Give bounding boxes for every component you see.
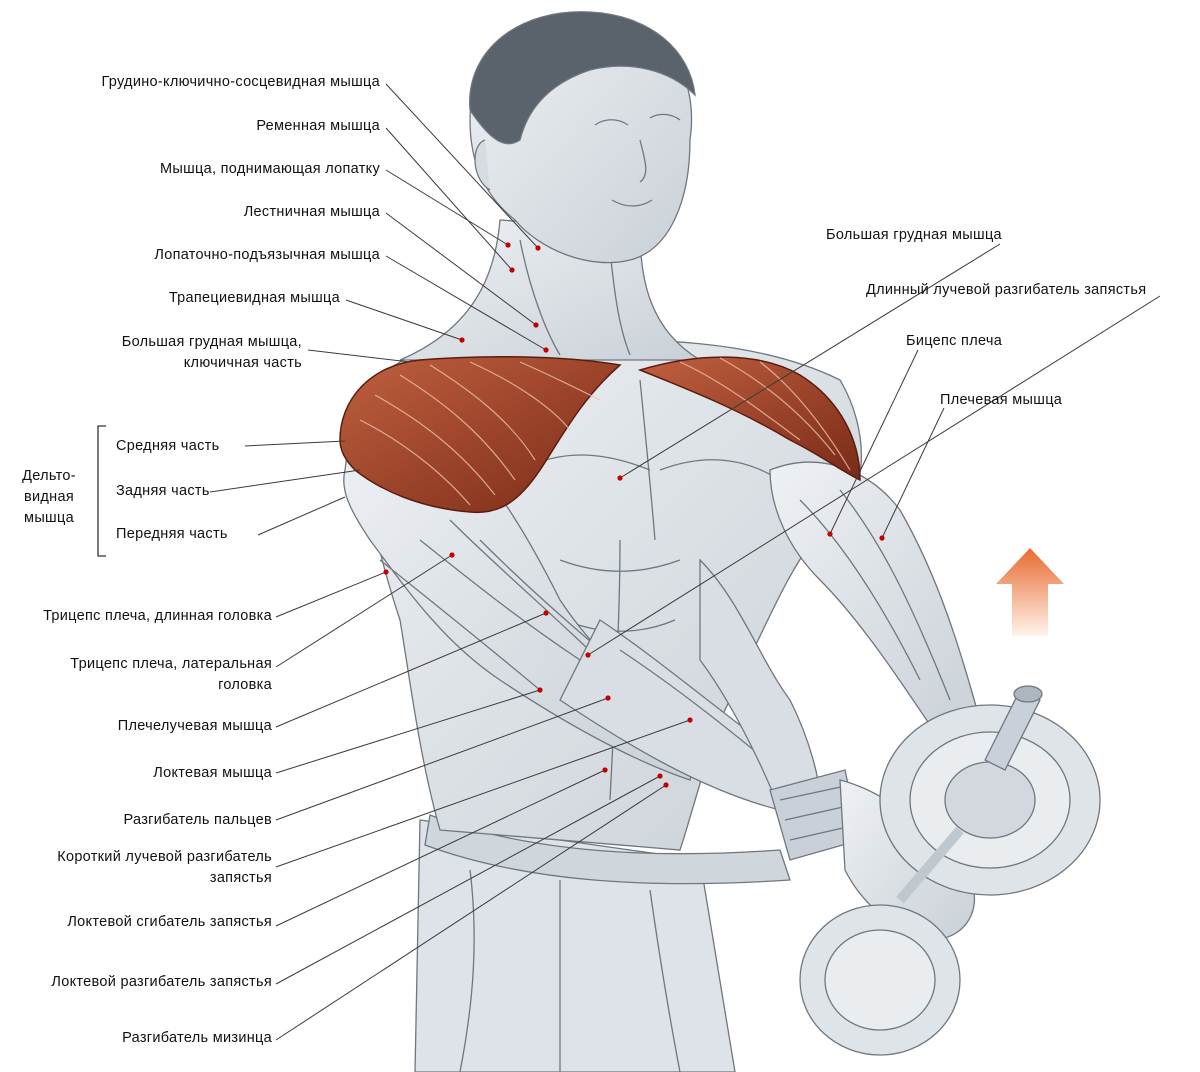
label-extensor-carpi-radialis-longus: Длинный лучевой разгибатель запястья bbox=[866, 282, 1147, 298]
highlighted-muscles bbox=[339, 355, 861, 514]
leader-line-10 bbox=[275, 571, 387, 618]
pointer-dot-3 bbox=[533, 322, 539, 328]
pointer-dot-0 bbox=[535, 245, 541, 251]
pointer-dots bbox=[383, 242, 885, 788]
label-brachioradialis: Плечелучевая мышца bbox=[117, 718, 272, 734]
leader-line-20 bbox=[587, 295, 1161, 656]
leader-line-21 bbox=[829, 349, 919, 535]
pointer-dot-17 bbox=[827, 531, 833, 537]
deltoid-bracket bbox=[97, 425, 106, 557]
label-line: запястья bbox=[209, 870, 272, 886]
leader-lines bbox=[209, 83, 1161, 1041]
label-line: видная bbox=[24, 489, 74, 505]
dumbbell bbox=[799, 685, 1101, 1056]
leader-line-2 bbox=[385, 169, 509, 246]
label-pectoralis-clavicular: Большая грудная мышца, ключичная часть bbox=[122, 332, 302, 374]
label-deltoid-posterior: Задняя часть bbox=[116, 483, 210, 499]
leader-line-12 bbox=[275, 612, 547, 728]
leader-line-22 bbox=[881, 407, 945, 539]
label-line: Трицепс плеча, латеральная bbox=[70, 656, 272, 672]
leader-line-17 bbox=[275, 775, 661, 985]
pointer-dot-9 bbox=[537, 687, 543, 693]
left-deltoid-highlight bbox=[339, 355, 622, 514]
label-triceps-long: Трицепс плеча, длинная головка bbox=[43, 608, 272, 624]
pointer-dot-5 bbox=[459, 337, 465, 343]
pointer-dot-8 bbox=[543, 610, 549, 616]
hair bbox=[469, 11, 696, 145]
label-line: ключичная часть bbox=[183, 355, 302, 371]
label-brachialis: Плечевая мышца bbox=[940, 392, 1063, 408]
pointer-dot-1 bbox=[509, 267, 515, 273]
human-figure-illustration bbox=[343, 11, 1101, 1072]
pointer-dot-15 bbox=[617, 475, 623, 481]
label-extensor-digitorum: Разгибатель пальцев bbox=[123, 812, 272, 828]
label-omohyoid: Лопаточно-подъязычная мышца bbox=[154, 247, 380, 263]
label-deltoid-title: Дельто- видная мышца bbox=[10, 466, 88, 529]
right-deltoid-highlight bbox=[637, 356, 861, 482]
label-extensor-digiti-minimi: Разгибатель мизинца bbox=[122, 1030, 272, 1046]
pointer-dot-2 bbox=[505, 242, 511, 248]
leader-line-0 bbox=[385, 83, 539, 249]
label-line: мышца bbox=[24, 510, 74, 526]
pointer-dot-18 bbox=[879, 535, 885, 541]
label-trapezius: Трапециевидная мышца bbox=[168, 290, 340, 306]
label-line: головка bbox=[218, 677, 272, 693]
leader-line-8 bbox=[209, 469, 361, 493]
pointer-dot-16 bbox=[585, 652, 591, 658]
label-pectoralis-major: Большая грудная мышца bbox=[826, 227, 1002, 243]
label-extensor-carpi-ulnaris: Локтевой разгибатель запястья bbox=[51, 974, 272, 990]
pointer-dot-6 bbox=[383, 569, 389, 575]
leader-line-3 bbox=[385, 212, 537, 326]
pointer-dot-11 bbox=[687, 717, 693, 723]
label-line: Короткий лучевой разгибатель bbox=[57, 849, 272, 865]
pointer-dot-12 bbox=[602, 767, 608, 773]
leader-line-19 bbox=[619, 243, 1001, 479]
label-scalene: Лестничная мышца bbox=[243, 204, 380, 220]
leader-line-1 bbox=[385, 127, 513, 271]
label-splenius: Ременная мышца bbox=[256, 118, 380, 134]
label-line: Дельто- bbox=[22, 468, 76, 484]
label-sternocleidomastoid: Грудино-ключично-сосцевидная мышца bbox=[101, 74, 380, 90]
leader-line-4 bbox=[385, 255, 547, 351]
label-anconeus: Локтевая мышца bbox=[153, 765, 272, 781]
pointer-dot-14 bbox=[663, 782, 669, 788]
pointer-dot-7 bbox=[449, 552, 455, 558]
leader-line-5 bbox=[345, 299, 463, 341]
label-triceps-lateral: Трицепс плеча, латеральная головка bbox=[70, 654, 272, 696]
label-extensor-carpi-radialis-brevis: Короткий лучевой разгибатель запястья bbox=[57, 847, 272, 889]
leader-line-9 bbox=[257, 496, 346, 536]
label-levator-scapulae: Мышца, поднимающая лопатку bbox=[160, 161, 380, 177]
label-deltoid-middle: Средняя часть bbox=[116, 438, 220, 454]
leader-line-14 bbox=[275, 697, 609, 821]
right-upper-arm bbox=[769, 461, 981, 741]
leader-line-11 bbox=[275, 554, 453, 668]
pointer-dot-10 bbox=[605, 695, 611, 701]
pointer-dot-4 bbox=[543, 347, 549, 353]
leader-line-16 bbox=[275, 769, 606, 927]
leader-line-7 bbox=[244, 440, 346, 447]
leader-line-15 bbox=[275, 719, 691, 868]
label-flexor-carpi-ulnaris: Локтевой сгибатель запястья bbox=[67, 914, 272, 930]
leader-line-6 bbox=[307, 349, 411, 363]
pointer-dot-13 bbox=[657, 773, 663, 779]
label-biceps: Бицепс плеча bbox=[906, 333, 1003, 349]
leader-line-13 bbox=[275, 689, 541, 774]
up-arrow-icon bbox=[996, 548, 1064, 636]
right-forearm bbox=[699, 558, 821, 811]
leader-line-18 bbox=[275, 784, 667, 1041]
belt bbox=[424, 814, 791, 885]
label-deltoid-anterior: Передняя часть bbox=[116, 526, 228, 542]
label-line: Большая грудная мышца, bbox=[121, 334, 302, 350]
